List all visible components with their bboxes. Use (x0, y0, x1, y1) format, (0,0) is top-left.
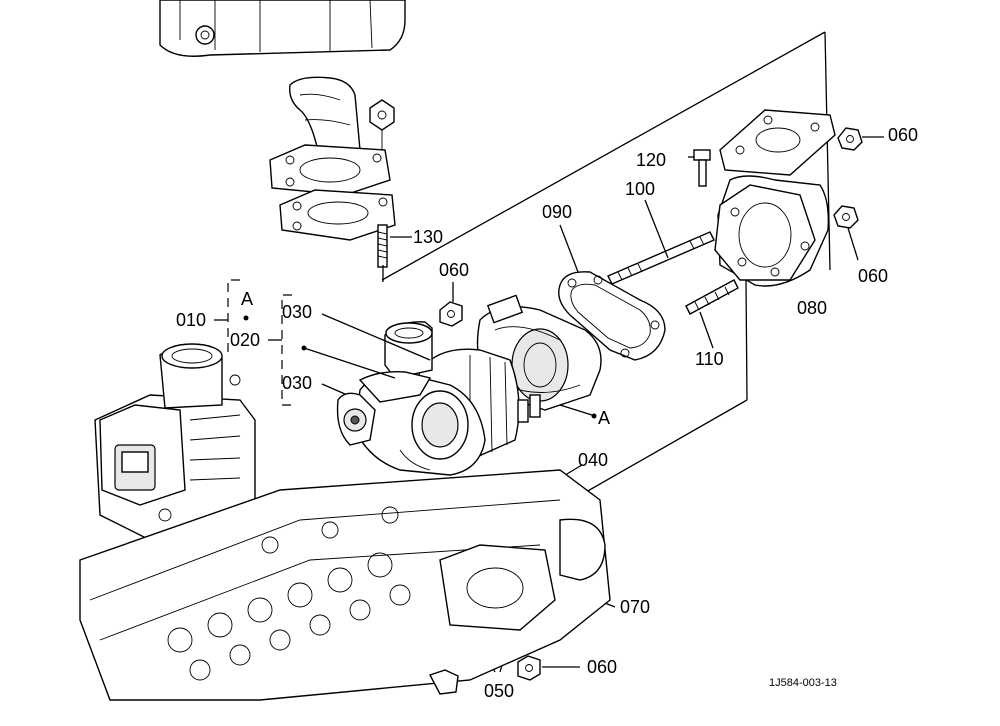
callout-080: 080 (797, 298, 827, 318)
egr-valve-assembly (94, 343, 256, 561)
exhaust-elbow-080 (714, 109, 836, 287)
callout-090: 090 (542, 202, 572, 222)
callout-010: 010 (176, 310, 206, 330)
callout-060-lower-right: 060 (858, 266, 888, 286)
drawing-code: 1J584-003-13 (769, 677, 837, 689)
gasket-090 (558, 224, 666, 361)
callout-040: 040 (578, 450, 608, 470)
callout-020: 020 (230, 330, 260, 350)
callout-060-bottom: 060 (587, 657, 617, 677)
turbocharger-assembly-010 (336, 294, 602, 476)
callout-120: 120 (636, 150, 666, 170)
nut-060-bottom (517, 655, 580, 681)
reference-lines (381, 31, 831, 501)
callout-050: 050 (484, 681, 514, 701)
bolt-120 (688, 149, 711, 187)
callout-130: 130 (413, 227, 443, 247)
marker-dot-a (591, 413, 597, 419)
stud-100 (607, 199, 715, 285)
callout-070: 070 (620, 597, 650, 617)
assembly-group-bracket (214, 279, 431, 406)
callout-030-lower: 030 (282, 373, 312, 393)
callout-110: 110 (695, 349, 724, 369)
callout-030-upper: 030 (282, 302, 312, 322)
marker-a-turbo: A (598, 408, 610, 428)
nut-060-middle (439, 282, 463, 327)
stud-110 (685, 279, 739, 349)
stud-130 (377, 224, 412, 268)
nut-060-lower-right (833, 205, 859, 261)
callout-060-middle: 060 (439, 260, 469, 280)
callout-100: 100 (625, 179, 655, 199)
nut-060-upper-right (837, 127, 884, 151)
marker-a-group: A (241, 289, 253, 309)
callout-labels: 060 120 100 090 130 060 060 A 010 030 08… (176, 125, 918, 701)
callout-060-upper-right: 060 (888, 125, 918, 145)
exhaust-pipe-assembly (159, 0, 406, 241)
cylinder-head (79, 469, 611, 701)
